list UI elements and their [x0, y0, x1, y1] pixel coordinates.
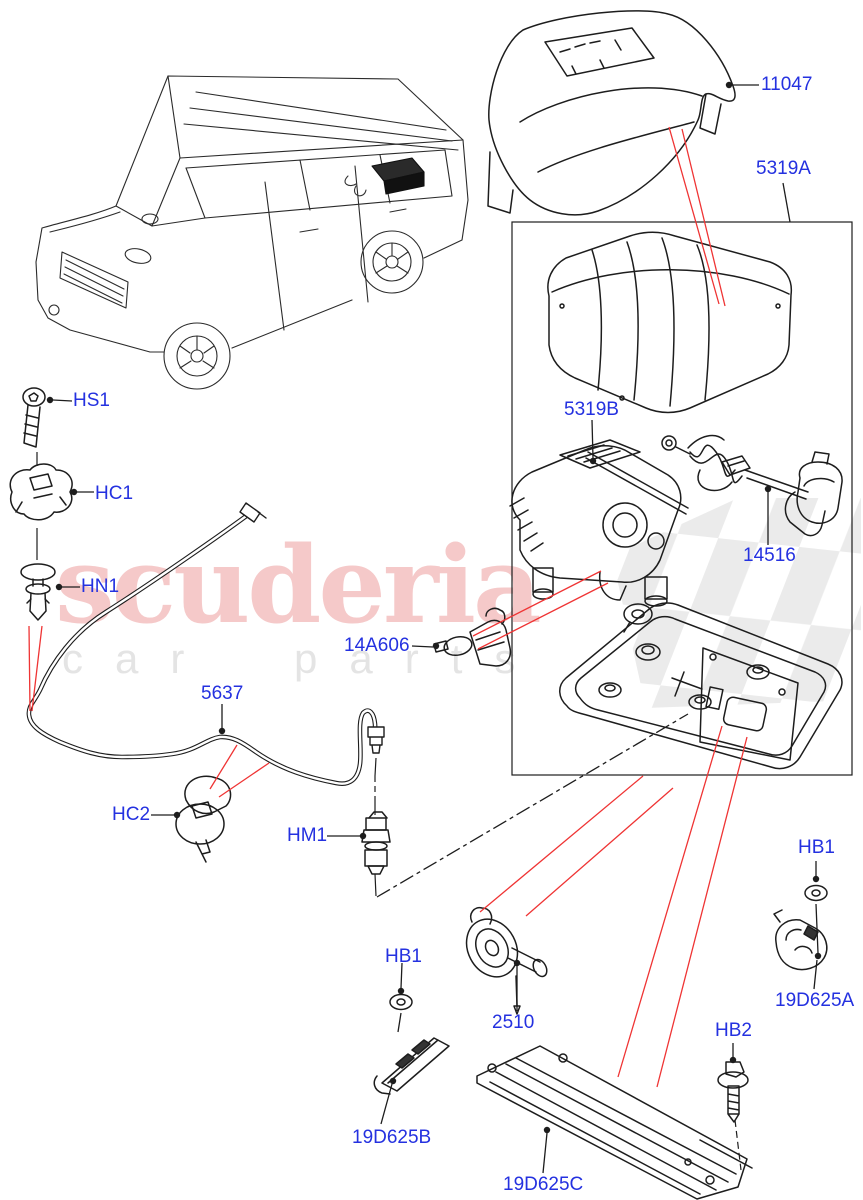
air-pipe-part	[26, 502, 385, 786]
bracket-part-19d625b	[373, 1037, 450, 1095]
valve-part-2510	[465, 906, 548, 1015]
part-label-5319a: 5319A	[756, 158, 811, 179]
part-label-11047: 11047	[761, 74, 813, 95]
wiring-harness-part	[661, 434, 843, 537]
union-connector-part-hm1	[361, 811, 391, 875]
heat-shield-part-19d625c	[476, 1045, 753, 1200]
red-callout-lines	[28, 126, 748, 1088]
watermark-subtitle-text: car parts	[62, 635, 548, 682]
clip-part-hc2	[175, 775, 232, 863]
part-label-14516: 14516	[743, 545, 796, 566]
air-compressor-part	[509, 439, 689, 607]
leader-dots	[46, 81, 822, 1134]
vehicle-illustration	[35, 75, 469, 390]
part-label-19d625c: 19D625C	[503, 1174, 584, 1195]
washer-part-hb1-right	[804, 884, 828, 902]
part-label-2510: 2510	[492, 1012, 535, 1033]
leader-lines	[52, 84, 819, 1174]
push-pin-part-hn1	[20, 563, 56, 621]
part-label-5637: 5637	[201, 683, 244, 704]
part-label-hn1: HN1	[81, 576, 120, 597]
part-label-hc1: HC1	[95, 483, 134, 504]
part-label-hs1: HS1	[73, 390, 110, 411]
clip-part-hc1	[9, 463, 73, 521]
bolt-part-hb2	[717, 1061, 749, 1123]
watermark-brand-text: scuderia	[55, 522, 542, 647]
watermark-checker-band	[612, 498, 861, 708]
part-label-hm1: HM1	[287, 825, 328, 846]
compressor-cover-part	[487, 10, 736, 216]
part-label-hb1-right: HB1	[798, 837, 835, 858]
part-label-14a606: 14A606	[344, 635, 410, 656]
screw-part-hs1	[22, 387, 46, 448]
bracket-part-19d625a	[773, 909, 828, 971]
part-label-19d625a: 19D625A	[775, 990, 855, 1011]
part-label-5319b: 5319B	[564, 399, 619, 420]
part-label-hc2: HC2	[112, 804, 151, 825]
ribbed-cover-part	[547, 231, 793, 414]
solenoid-valve-part-14a606	[433, 607, 512, 667]
part-label-hb2: HB2	[715, 1020, 752, 1041]
part-label-19d625b: 19D625B	[352, 1127, 432, 1148]
mounting-tray-part	[559, 602, 843, 770]
vehicle-compressor-location-highlight	[344, 157, 425, 197]
washer-part-hb1-left	[389, 993, 413, 1011]
part-label-hb1-left: HB1	[385, 946, 422, 967]
